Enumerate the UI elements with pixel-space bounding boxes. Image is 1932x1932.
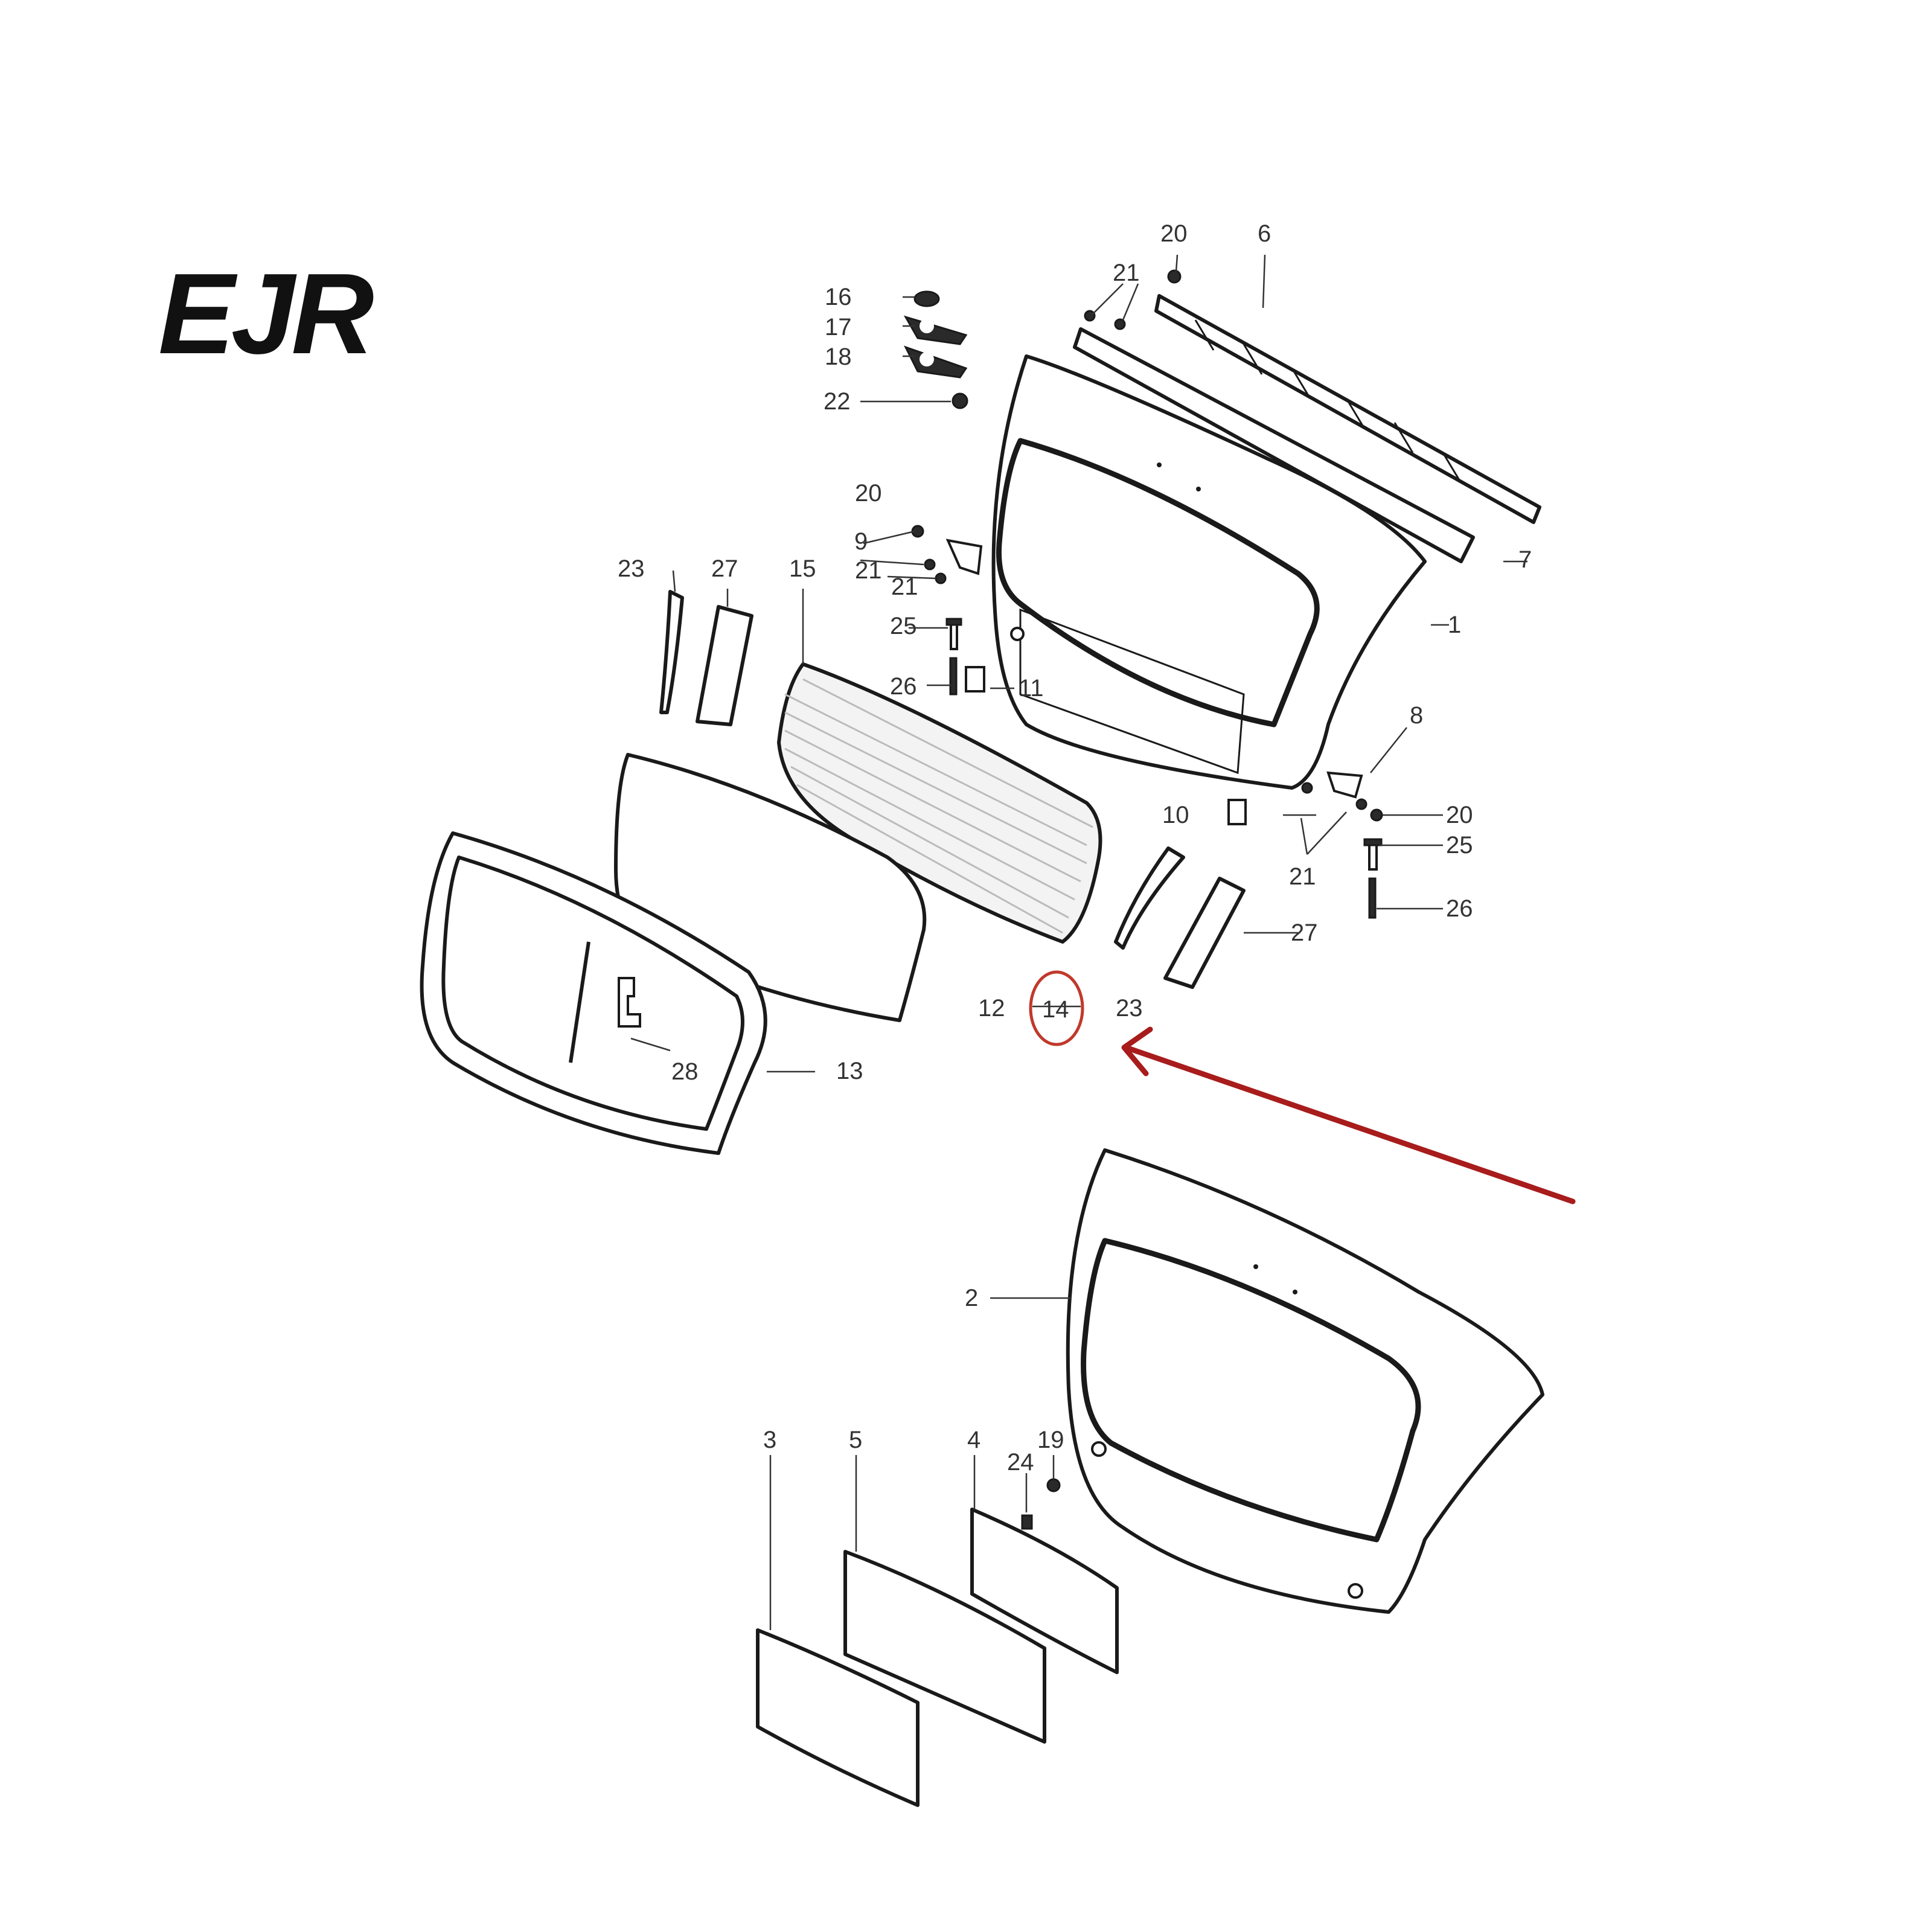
callout-27b: 27 xyxy=(1291,920,1318,946)
part-25-bolt-right xyxy=(1363,838,1383,871)
part-8-bracket xyxy=(1326,771,1363,799)
part-23-left-strip xyxy=(659,590,684,714)
part-19-screw xyxy=(1046,1478,1061,1492)
callout-20a: 20 xyxy=(1160,220,1188,247)
part-21-screw-b xyxy=(1084,310,1126,330)
part-16-clip xyxy=(913,290,940,307)
part-22-grommet xyxy=(952,392,968,409)
callout-19: 19 xyxy=(1037,1427,1064,1453)
part-9-bracket xyxy=(945,539,983,575)
part-5-plate xyxy=(843,1550,1046,1744)
callout-7: 7 xyxy=(1518,546,1532,573)
part-6-upper-bracket xyxy=(1154,294,1541,524)
callout-11: 11 xyxy=(1019,675,1044,702)
part-27-right-block xyxy=(1163,877,1246,989)
callout-22: 22 xyxy=(824,388,851,415)
callout-3: 3 xyxy=(763,1427,776,1453)
part-20-clip-b xyxy=(1167,269,1182,284)
callout-8: 8 xyxy=(1410,702,1423,729)
red-pointer-arrow xyxy=(1121,1026,1576,1204)
part-21-screw-c xyxy=(1301,782,1367,810)
callout-4: 4 xyxy=(967,1427,980,1453)
callout-12: 12 xyxy=(978,995,1005,1022)
callout-21c: 21 xyxy=(891,574,918,600)
callout-17: 17 xyxy=(825,314,852,341)
callout-13: 13 xyxy=(836,1058,863,1084)
callout-16: 16 xyxy=(825,284,852,310)
callout-5: 5 xyxy=(849,1427,862,1453)
callout-21d: 21 xyxy=(1289,863,1316,890)
part-27-left-block xyxy=(696,605,753,726)
callout-14: 14 xyxy=(1042,996,1069,1023)
part-1-upper-panel xyxy=(991,354,1427,790)
part-25-bolt-left xyxy=(945,618,962,650)
callout-26a: 26 xyxy=(890,673,917,700)
part-24-screw xyxy=(1021,1514,1033,1530)
part-13-outer-surround xyxy=(420,831,767,1155)
callout-26b: 26 xyxy=(1446,895,1473,922)
callout-28: 28 xyxy=(671,1058,699,1085)
part-23-right-strip xyxy=(1114,846,1185,950)
callout-6: 6 xyxy=(1258,220,1271,247)
highlight-ring-part-14 xyxy=(1029,970,1084,1046)
part-14-mesh-grille xyxy=(777,662,1102,944)
callout-labels: 1 2 3 4 5 6 7 8 9 10 11 12 13 14 15 16 1… xyxy=(618,220,1532,1476)
part-18-emblem-mount xyxy=(904,345,968,379)
part-2-lower-panel xyxy=(1066,1148,1544,1614)
logo-text: EJR xyxy=(158,250,373,378)
callout-9: 9 xyxy=(854,528,868,555)
callout-10: 10 xyxy=(1162,802,1189,828)
part-11-clip xyxy=(965,666,985,693)
callout-20c: 20 xyxy=(1446,802,1473,828)
part-7-seal-strip xyxy=(1073,327,1475,563)
part-21-screw-a xyxy=(924,558,947,584)
part-26-stud-right xyxy=(1368,877,1377,919)
callout-23b: 23 xyxy=(1116,995,1143,1022)
leader-lines xyxy=(630,254,1527,1630)
callout-25a: 25 xyxy=(890,613,917,639)
callout-2: 2 xyxy=(965,1285,978,1311)
callout-27a: 27 xyxy=(711,555,738,582)
callout-23a: 23 xyxy=(618,555,645,582)
callout-24: 24 xyxy=(1007,1449,1034,1476)
part-17-emblem-mount xyxy=(903,315,968,345)
part-10-clip xyxy=(1227,799,1247,825)
callout-1: 1 xyxy=(1448,612,1461,638)
callout-20b: 20 xyxy=(855,480,882,507)
ejr-logo: EJR xyxy=(158,250,377,378)
callout-15: 15 xyxy=(789,555,816,582)
callout-21a: 21 xyxy=(1113,260,1140,286)
part-20-clip-c xyxy=(1370,808,1383,822)
callout-21b: 21 xyxy=(855,557,882,584)
callout-25b: 25 xyxy=(1446,832,1473,859)
part-4-plate xyxy=(970,1508,1119,1674)
part-3-plate xyxy=(756,1628,920,1807)
part-26-stud-left xyxy=(949,657,958,696)
callout-18: 18 xyxy=(825,344,852,370)
